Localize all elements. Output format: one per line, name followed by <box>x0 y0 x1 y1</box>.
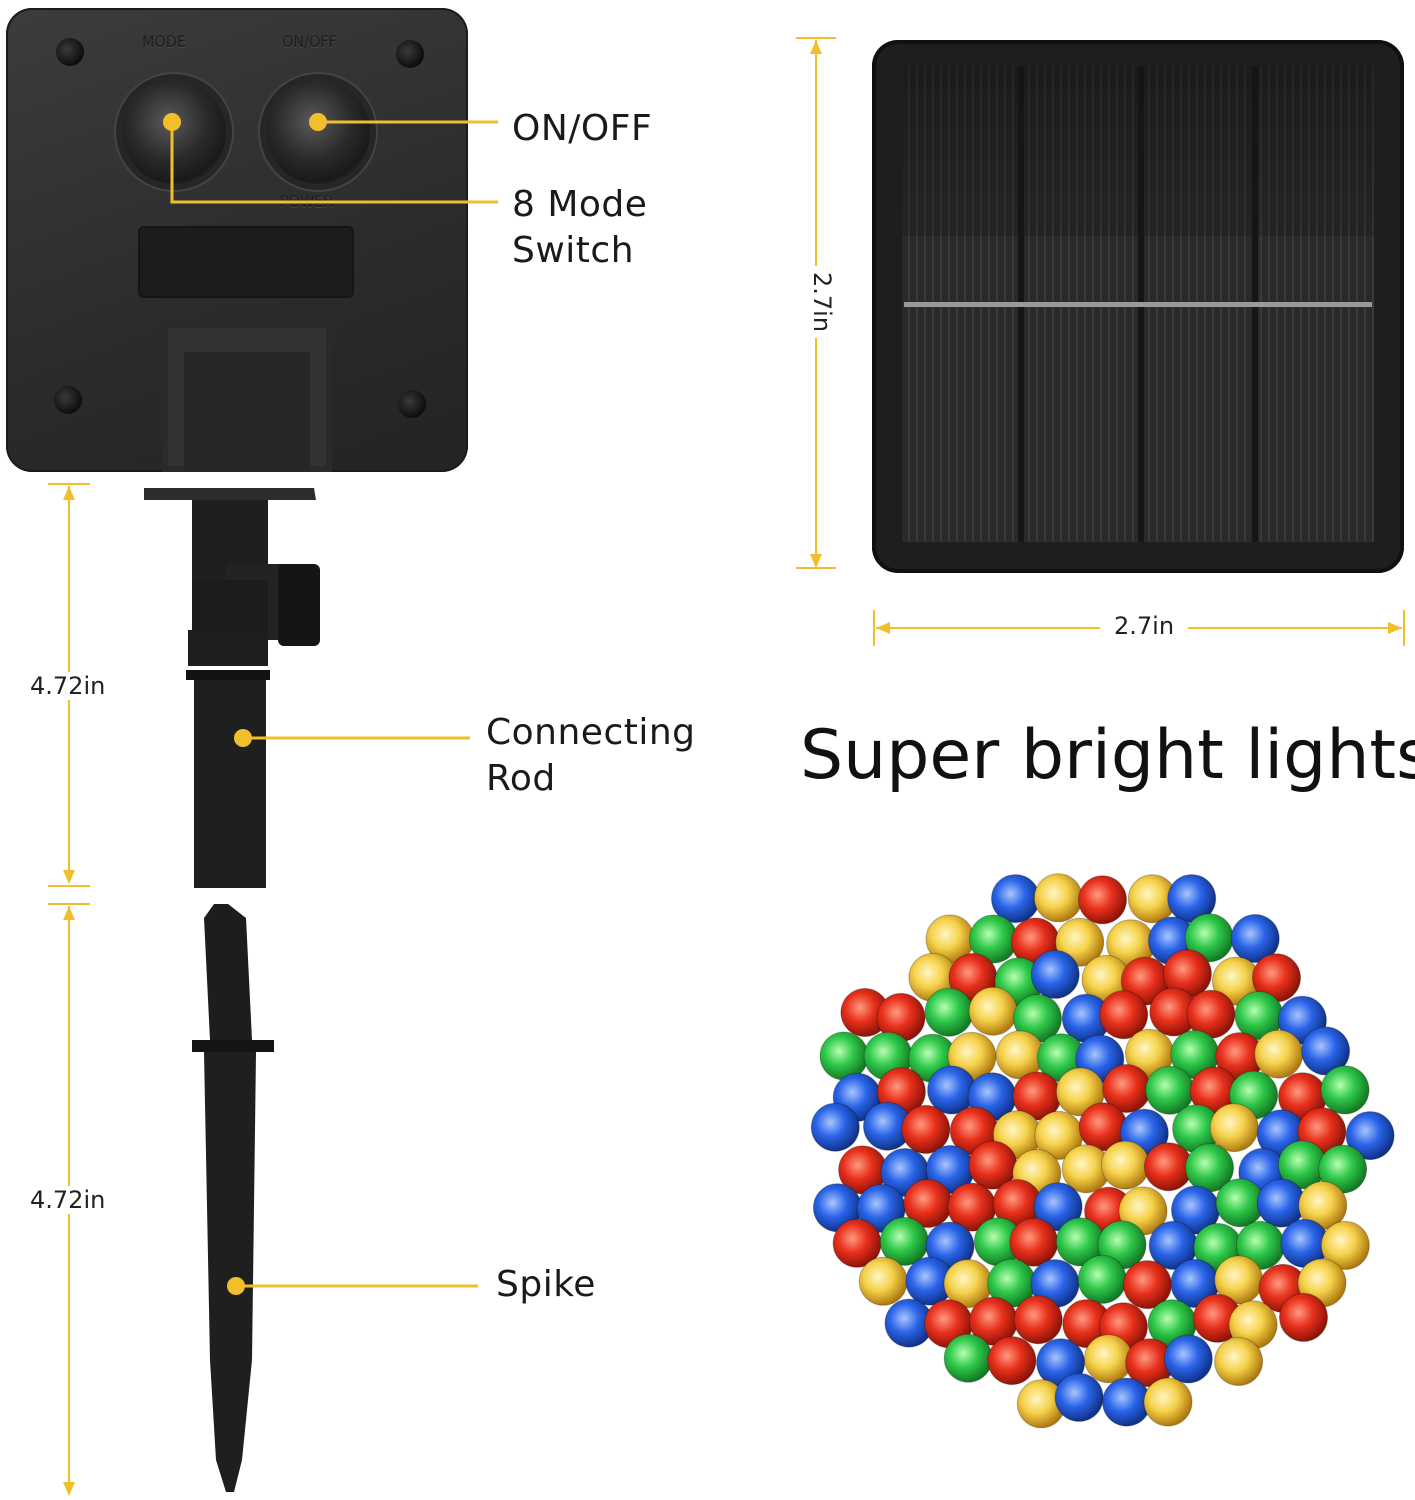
led-string-bundle <box>810 873 1395 1429</box>
mount-socket <box>162 322 332 472</box>
spike-callout-label: Spike <box>496 1264 596 1305</box>
led-bulb <box>1030 949 1080 999</box>
led-bulb <box>968 986 1018 1036</box>
mount-socket-inner <box>184 352 310 472</box>
box-callout-lines <box>170 120 498 204</box>
screw-icon <box>398 390 426 418</box>
led-bulb <box>1143 1377 1193 1427</box>
panel-width-label: 2.7in <box>1100 612 1189 640</box>
led-bulb <box>1214 1337 1264 1386</box>
led-bulb <box>858 1256 908 1306</box>
led-bulb <box>1254 1029 1304 1079</box>
screw-icon <box>396 40 424 68</box>
led-bulb <box>1078 875 1127 925</box>
stake-dimension-lines <box>48 483 90 1496</box>
led-bulb <box>924 987 974 1037</box>
spike-length-label: 4.72in <box>24 1186 112 1214</box>
led-bulb <box>1102 1377 1152 1427</box>
mode-switch-callout-label-1: 8 Mode <box>512 184 648 225</box>
led-bulb <box>1077 1254 1127 1304</box>
rod-length-label: 4.72in <box>24 672 112 700</box>
panel-height-label: 2.7in <box>808 265 837 339</box>
screw-icon <box>54 386 82 414</box>
led-bulb <box>1033 873 1083 923</box>
mode-emboss-label: MODE <box>142 32 186 51</box>
mode-button[interactable] <box>122 80 226 184</box>
led-bulb <box>1054 1372 1104 1422</box>
led-bulb <box>1320 1220 1370 1270</box>
on-off-callout-label: ON/OFF <box>512 108 653 149</box>
led-bulb <box>1345 1111 1395 1161</box>
led-bulb <box>1320 1065 1370 1115</box>
screw-icon <box>56 38 84 66</box>
led-bulb <box>1279 1292 1328 1342</box>
solar-panel <box>872 40 1404 573</box>
connecting-rod-callout-label-2: Rod <box>486 758 556 799</box>
stake-callout-lines <box>236 736 478 1288</box>
led-bulb <box>1013 1295 1063 1345</box>
stake-assembly <box>144 488 320 1492</box>
led-bulb <box>901 1104 951 1154</box>
led-bulb <box>1163 1334 1213 1384</box>
on-off-emboss-label: ON/OFF <box>282 32 337 51</box>
panel-dimension-lines <box>796 37 1405 646</box>
connecting-rod-callout-label-1: Connecting <box>486 712 696 753</box>
led-bulb <box>1100 1140 1150 1190</box>
led-bulb <box>1033 1182 1083 1232</box>
busbar <box>904 302 1372 307</box>
led-bulb <box>1230 914 1280 963</box>
headline: Super bright lights <box>800 716 1415 795</box>
led-bulb <box>1301 1026 1351 1076</box>
led-bulb <box>1099 990 1149 1040</box>
led-bulb <box>819 1031 869 1081</box>
led-bulb <box>1009 1217 1059 1267</box>
led-bulb <box>810 1102 860 1152</box>
on-off-button[interactable] <box>266 80 370 184</box>
led-bulb <box>987 1336 1037 1386</box>
solar-controller-box: MODE ON/OFF POWER <box>6 8 468 472</box>
led-bulb <box>943 1333 993 1383</box>
led-bulb <box>1084 1334 1133 1384</box>
led-bulbs <box>810 873 1395 1429</box>
led-bulb <box>1209 1103 1259 1153</box>
mode-switch-callout-label-2: Switch <box>512 230 635 271</box>
light-sensor-window <box>138 226 354 298</box>
